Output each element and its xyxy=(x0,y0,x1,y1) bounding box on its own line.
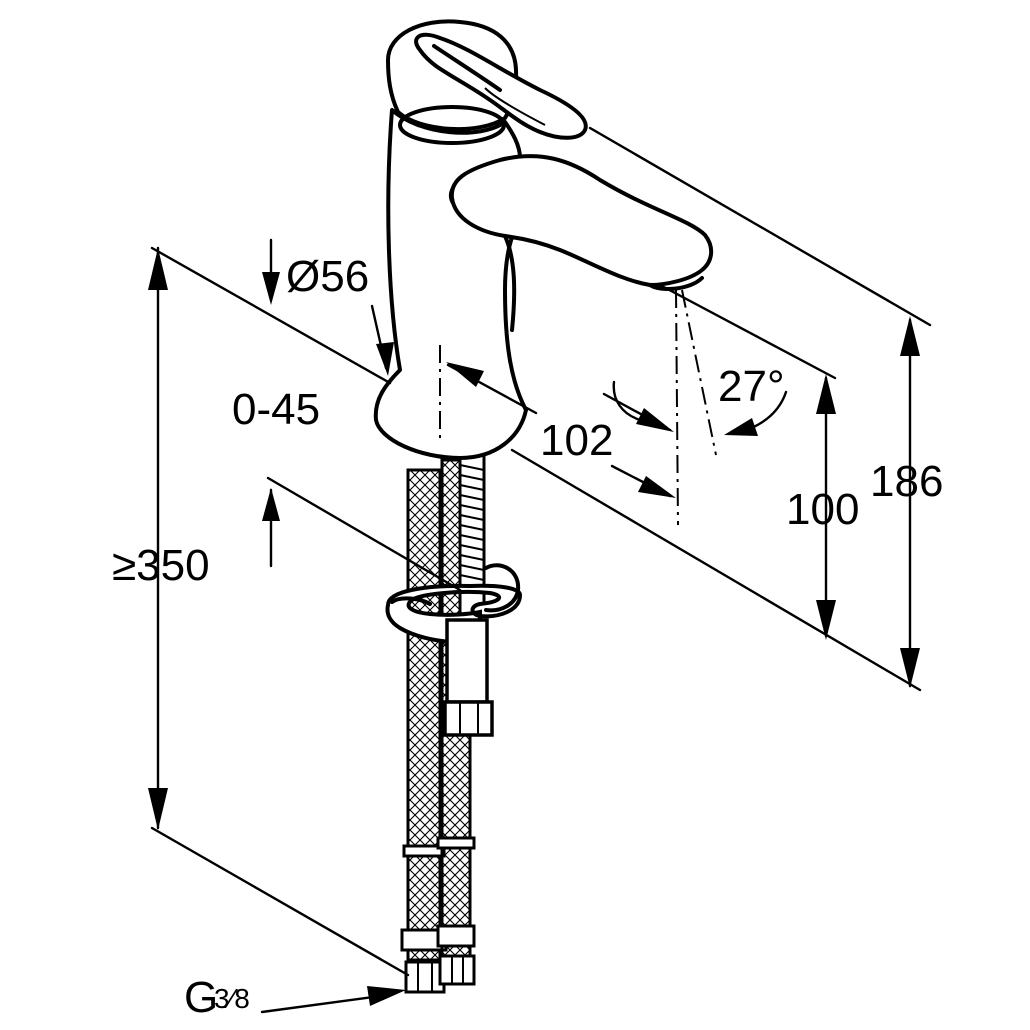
extension-line-top xyxy=(588,126,932,327)
spout-angle-axis xyxy=(681,289,717,456)
label-spout-height: 100 xyxy=(786,485,859,534)
label-hose-length: ≥350 xyxy=(112,541,210,590)
faucet-illustration xyxy=(373,19,714,994)
dim-leader-thread xyxy=(260,993,390,1014)
label-total-height: 186 xyxy=(870,457,943,506)
faucet-spout xyxy=(449,154,714,287)
extension-line-bracket xyxy=(266,476,462,592)
faucet-body xyxy=(373,108,528,460)
label-diameter: Ø56 xyxy=(286,252,369,301)
supply-hose-left xyxy=(400,468,448,994)
label-angle: 27° xyxy=(718,362,785,411)
dimension-labels: Ø56 0-45 102 27° 100 186 ≥350 G 3⁄8 xyxy=(112,252,943,1022)
dimension-lines xyxy=(148,126,932,1014)
extension-line-hose-end xyxy=(150,826,410,977)
extension-line-base-left xyxy=(150,246,392,385)
label-range: 0-45 xyxy=(232,385,320,434)
label-reach: 102 xyxy=(540,416,613,465)
extension-line-base xyxy=(510,448,922,692)
spout-axis xyxy=(675,289,679,526)
dim-arc-27 xyxy=(612,380,642,422)
extension-line-spout xyxy=(658,283,837,380)
label-thread: G xyxy=(184,973,218,1022)
label-thread-fraction: 3⁄8 xyxy=(214,983,250,1014)
mounting-stud xyxy=(443,618,494,737)
